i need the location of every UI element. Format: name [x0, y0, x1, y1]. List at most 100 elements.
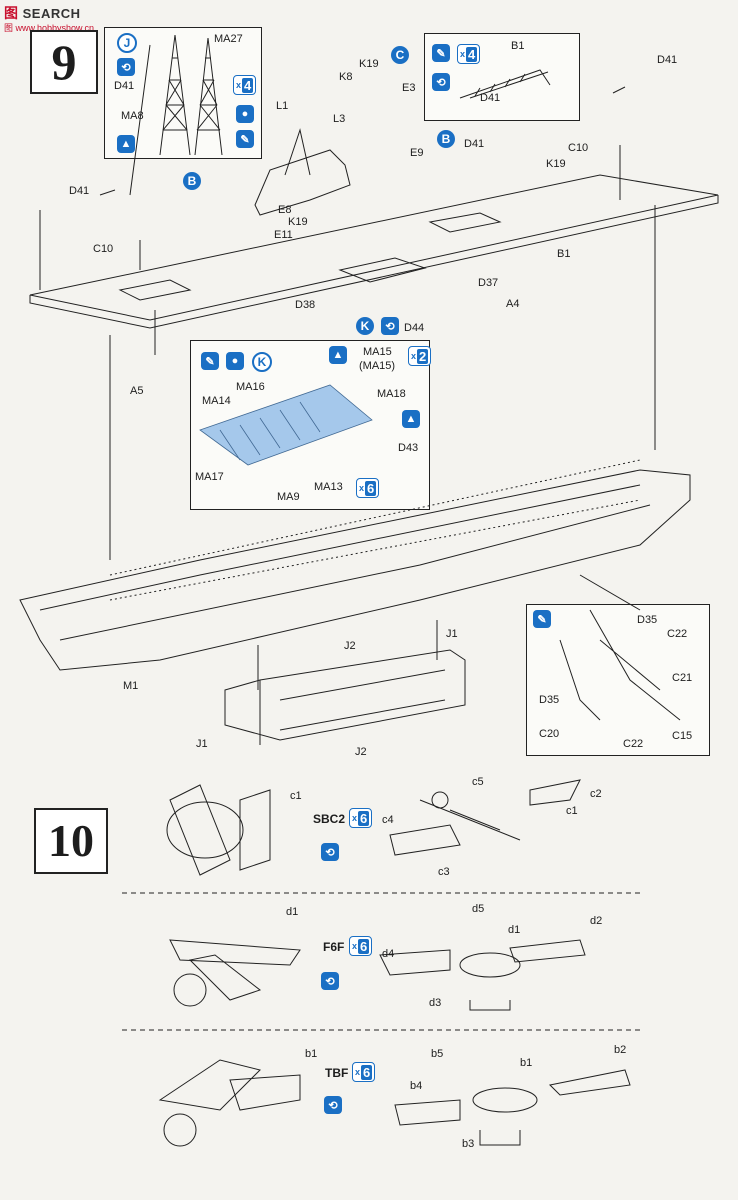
inset-crane [424, 33, 580, 121]
label-ma17: MA17 [195, 471, 224, 483]
part-tree-j-icon: J [117, 33, 137, 53]
flip-icon: ⟲ [432, 73, 450, 91]
label-a4: A4 [506, 298, 520, 310]
flip-icon: ⟲ [321, 843, 339, 861]
label-d41: D41 [464, 138, 485, 150]
label-ma15-paren: (MA15) [359, 360, 396, 372]
label-ma27: MA27 [214, 33, 243, 45]
step-10-number: 10 [34, 808, 108, 874]
label-d4: d4 [382, 948, 395, 960]
label-c1: c1 [290, 790, 302, 802]
label-c2: c2 [590, 788, 602, 800]
label-b2: b2 [614, 1044, 627, 1056]
drop-icon: ● [236, 105, 254, 123]
label-b1: b1 [520, 1057, 533, 1069]
crane [459, 69, 551, 99]
elevator-frame-art [199, 384, 373, 466]
brush-icon: ✎ [236, 130, 254, 148]
label-b1: B1 [557, 248, 571, 260]
label-d37: D37 [478, 277, 499, 289]
label-c22: C22 [623, 738, 644, 750]
label-j2: J2 [355, 746, 367, 758]
label-d5: d5 [472, 903, 485, 915]
up-arrow-icon: ▲ [402, 410, 420, 428]
label-d41: D41 [69, 185, 90, 197]
island [254, 149, 351, 216]
aircraft-name-tbf: TBF [325, 1066, 349, 1080]
label-c22: C22 [667, 628, 688, 640]
flight-deck [29, 174, 719, 321]
brush-icon: ✎ [533, 610, 551, 628]
label-d35: D35 [637, 614, 658, 626]
up-arrow-icon: ▲ [117, 135, 135, 153]
label-c15: C15 [672, 730, 693, 742]
label-c4: c4 [382, 814, 394, 826]
label-d1: d1 [286, 906, 299, 918]
label-m1: M1 [123, 680, 139, 692]
up-arrow-icon: ▲ [329, 346, 347, 364]
label-l1: L1 [276, 100, 289, 112]
part-tree-b-icon: B [183, 172, 201, 190]
label-d41: D41 [480, 92, 501, 104]
flip-icon: ⟲ [117, 58, 135, 76]
label-d41: D41 [114, 80, 135, 92]
label-k19: K19 [288, 216, 308, 228]
display-stand [224, 649, 466, 741]
watermark: 图 SEARCH [4, 5, 81, 21]
lattice-mast-1 [159, 34, 191, 156]
part-tree-k-icon: K [252, 352, 272, 372]
label-c1: c1 [566, 805, 578, 817]
watermark-url: 图 www.hobbyshow.cn [4, 23, 95, 33]
label-ma18: MA18 [377, 388, 406, 400]
label-ma15: MA15 [363, 346, 392, 358]
label-ma9: MA9 [277, 491, 300, 503]
part-tree-k-icon: K [356, 317, 374, 335]
label-c20: C20 [539, 728, 560, 740]
label-b1: B1 [511, 40, 525, 52]
part-tree-b-icon: B [437, 130, 455, 148]
label-k8: K8 [339, 71, 353, 83]
label-c21: C21 [672, 672, 693, 684]
aircraft-sbc2-art [166, 779, 581, 876]
label-ma14: MA14 [202, 395, 231, 407]
label-d44: D44 [404, 322, 425, 334]
label-d41: D41 [657, 54, 678, 66]
label-a5: A5 [130, 385, 144, 397]
label-c5: c5 [472, 776, 484, 788]
label-d3: d3 [429, 997, 442, 1009]
step-9-number: 9 [30, 30, 98, 94]
brush-icon: ✎ [432, 44, 450, 62]
part-tree-c-icon: C [391, 46, 409, 64]
flip-icon: ⟲ [321, 972, 339, 990]
label-e8: E8 [278, 204, 292, 216]
label-d1: d1 [508, 924, 521, 936]
label-c3: c3 [438, 866, 450, 878]
aircraft-name-f6f: F6F [323, 940, 345, 954]
label-e3: E3 [402, 82, 416, 94]
inset-rigging [526, 604, 710, 756]
flip-icon: ⟲ [324, 1096, 342, 1114]
flip-icon: ⟲ [381, 317, 399, 335]
label-e11: E11 [274, 229, 293, 241]
aircraft-name-sbc2: SBC2 [313, 812, 346, 826]
label-b5: b5 [431, 1048, 444, 1060]
label-j1: J1 [196, 738, 208, 750]
label-k19: K19 [359, 58, 379, 70]
label-b1: b1 [305, 1048, 318, 1060]
label-e9: E9 [410, 147, 424, 159]
label-c10: C10 [568, 142, 589, 154]
label-d43: D43 [398, 442, 419, 454]
label-c10: C10 [93, 243, 114, 255]
label-d2: d2 [590, 915, 603, 927]
drop-icon: ● [226, 352, 244, 370]
aircraft-f6f-art [169, 939, 586, 1011]
label-ma8: MA8 [121, 110, 144, 122]
